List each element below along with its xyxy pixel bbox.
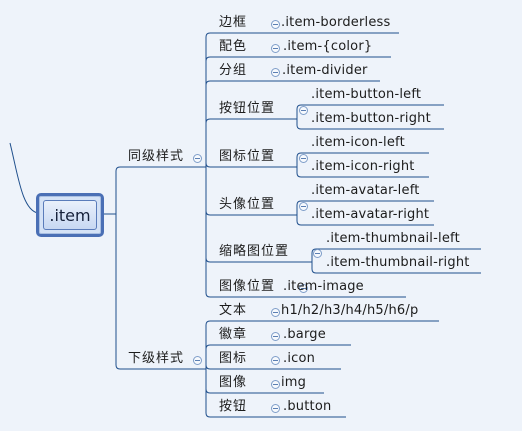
sibling-styles-child-3-leaf-1-connector (296, 124, 302, 130)
child-styles-child-4-leaf-0[interactable]: .button (283, 399, 332, 414)
sibling-styles-child-1-connector (205, 56, 211, 62)
child-styles-child-4-collapse-icon[interactable] (271, 404, 280, 413)
trunk-upper (115, 166, 121, 214)
child-styles-child-2-leaf-0[interactable]: .icon (283, 351, 316, 366)
sibling-styles-child-0-leaf-0[interactable]: .item-borderless (281, 15, 391, 30)
sibling-styles-child-5-leaf-0[interactable]: .item-avatar-left (311, 183, 420, 198)
child-styles-label[interactable]: 下级样式 (128, 351, 185, 366)
sibling-styles-child-6-connector (205, 257, 211, 263)
sibling-styles-child-4-leaf-0[interactable]: .item-icon-left (311, 135, 405, 150)
sibling-styles-child-5-leaf-1[interactable]: .item-avatar-right (311, 207, 430, 222)
sibling-styles-child-4-collapse-icon[interactable] (299, 154, 308, 163)
child-styles-child-0-label[interactable]: 文本 (219, 303, 248, 318)
root-node-label: .item (43, 200, 97, 230)
sibling-styles-child-5-leaf-1-connector (296, 220, 302, 226)
sibling-styles-child-3-label[interactable]: 按钮位置 (219, 101, 276, 116)
sibling-styles-child-6-leaf-1[interactable]: .item-thumbnail-right (326, 255, 470, 270)
sibling-styles-child-3-leaf-0-connector (296, 104, 302, 110)
child-styles-child-3-connector (205, 388, 211, 394)
child-styles-child-3-leaf-0[interactable]: img (281, 375, 307, 390)
trunk-lower (115, 214, 121, 370)
sibling-styles-child-2-leaf-0[interactable]: .item-divider (282, 63, 368, 78)
sibling-styles-child-1-label[interactable]: 配色 (219, 39, 248, 54)
sibling-styles-child-4-label[interactable]: 图标位置 (219, 149, 276, 164)
sibling-styles-child-6-leaf-1-connector (311, 268, 317, 274)
child-styles-child-1-collapse-icon[interactable] (271, 332, 280, 341)
sibling-styles-child-6-collapse-icon[interactable] (313, 249, 322, 258)
root-node[interactable]: .item (36, 193, 104, 237)
sibling-styles-collapse-icon[interactable] (193, 154, 202, 163)
child-styles-child-0-leaf-0[interactable]: h1/h2/h3/h4/h5/h6/p (281, 303, 419, 318)
child-styles-child-1-label[interactable]: 徽章 (219, 327, 248, 342)
sibling-styles-child-0-connector (205, 32, 211, 38)
child-styles-child-0-collapse-icon[interactable] (271, 308, 280, 317)
sibling-styles-child-4-connector (205, 162, 211, 168)
sibling-styles-child-5-collapse-icon[interactable] (299, 202, 308, 211)
sibling-styles-child-3-collapse-icon[interactable] (299, 106, 308, 115)
sibling-styles-child-0-collapse-icon[interactable] (271, 20, 280, 29)
child-styles-child-3-label[interactable]: 图像 (219, 375, 248, 390)
sibling-styles-child-0-label[interactable]: 边框 (219, 15, 248, 30)
sibling-styles-child-2-label[interactable]: 分组 (219, 63, 248, 78)
child-styles-child-0-connector (205, 320, 211, 326)
sibling-styles-child-1-leaf-0[interactable]: .item-{color} (283, 39, 373, 54)
sibling-styles-child-5-connector (205, 210, 211, 216)
sibling-styles-child-7-leaf-0[interactable]: .item-image (283, 279, 364, 294)
sibling-styles-child-7-collapse-icon[interactable] (299, 284, 308, 293)
sibling-styles-child-3-connector (205, 118, 211, 124)
sibling-styles-child-7-connector (205, 292, 211, 298)
sibling-styles-child-3-leaf-1[interactable]: .item-button-right (311, 111, 431, 126)
child-styles-child-1-leaf-0[interactable]: .barge (283, 327, 326, 342)
child-styles-child-3-collapse-icon[interactable] (271, 380, 280, 389)
child-styles-child-2-collapse-icon[interactable] (271, 356, 280, 365)
child-styles-child-4-connector (205, 412, 211, 418)
sibling-styles-child-4-leaf-1-connector (296, 172, 302, 178)
child-styles-child-4-label[interactable]: 按钮 (219, 399, 248, 414)
child-styles-child-2-label[interactable]: 图标 (219, 351, 248, 366)
child-styles-collapse-icon[interactable] (193, 356, 202, 365)
incoming-branch-curve (9, 142, 39, 214)
sibling-styles-child-3-leaf-0[interactable]: .item-button-left (311, 87, 422, 102)
child-styles-child-1-connector (205, 344, 211, 350)
sibling-styles-child-5-leaf-0-connector (296, 200, 302, 206)
sibling-styles-child-6-label[interactable]: 缩略图位置 (219, 244, 290, 259)
child-styles-child-2-connector (205, 364, 211, 370)
sibling-styles-label[interactable]: 同级样式 (128, 149, 185, 164)
sibling-styles-child-1-collapse-icon[interactable] (271, 44, 280, 53)
sibling-styles-child-5-label[interactable]: 头像位置 (219, 197, 276, 212)
sibling-styles-child-7-label[interactable]: 图像位置 (219, 279, 276, 294)
sibling-styles-child-6-leaf-0[interactable]: .item-thumbnail-left (326, 231, 460, 246)
sibling-styles-child-2-collapse-icon[interactable] (271, 68, 280, 77)
sibling-styles-child-4-leaf-0-connector (296, 152, 302, 158)
sibling-styles-child-4-leaf-1[interactable]: .item-icon-right (311, 159, 415, 174)
sibling-styles-child-2-connector (205, 80, 211, 86)
